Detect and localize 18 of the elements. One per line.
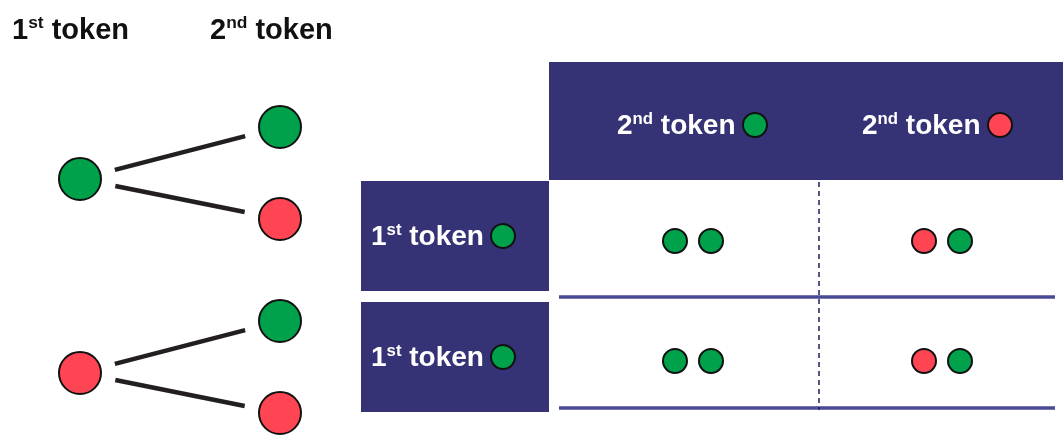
token-circle — [58, 157, 102, 201]
row-heading: 1$^{st}$ token — [371, 219, 484, 253]
branch-line — [114, 377, 246, 409]
row-header — [361, 302, 549, 412]
row-header — [361, 181, 549, 291]
token-circle — [258, 197, 302, 241]
column-title: 2$^{nd}$ token — [210, 12, 333, 46]
token-circle — [58, 351, 102, 395]
token-circle — [258, 391, 302, 435]
branch-line — [114, 133, 246, 173]
column-heading: 2$^{nd}$ token — [862, 108, 981, 142]
token-circle — [258, 105, 302, 149]
column-title: 1$^{st}$ token — [12, 12, 129, 46]
token-circle — [258, 299, 302, 343]
column-heading: 2$^{nd}$ token — [617, 108, 736, 142]
row-heading: 1$^{st}$ token — [371, 340, 484, 374]
branch-line — [114, 327, 246, 367]
header-band — [549, 62, 1063, 180]
